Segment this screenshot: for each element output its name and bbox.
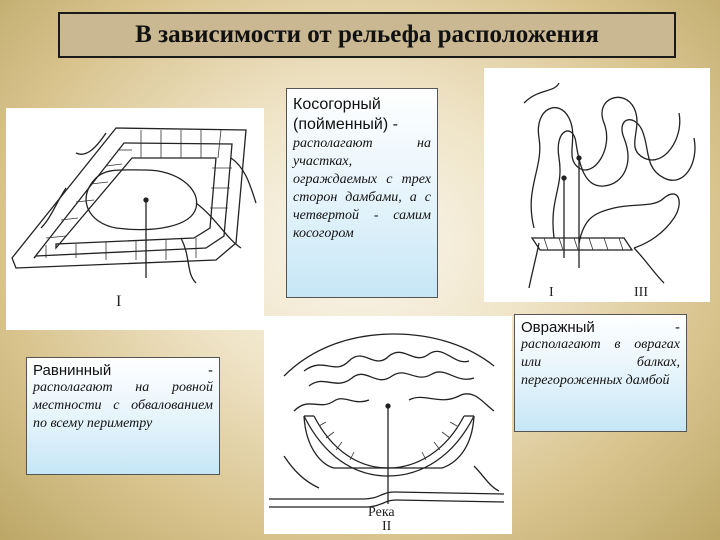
ovrazhny-description-box: Овражный- располагают в оврагах или балк… — [514, 314, 687, 432]
figure-label-iii: III — [634, 285, 648, 300]
figure-label-i: I — [116, 293, 121, 310]
flat-pond-figure: I — [6, 108, 264, 330]
kosogorny-heading: Косогорный (пойменный) - — [293, 96, 398, 133]
ravninny-body: располагают на ровной местности с обвало… — [33, 380, 213, 431]
ovrazhny-body: располагают в оврагах или балках, перего… — [521, 337, 680, 388]
page-title: В зависимости от рельефа расположения — [58, 12, 676, 58]
flat-pond-drawing: I — [11, 127, 257, 310]
river-pond-drawing: Река II — [269, 333, 505, 534]
figure-label-i-ravine: I — [549, 285, 554, 300]
ravninny-heading: Равнинный- — [33, 362, 213, 379]
ravine-pond-drawing: I III — [523, 82, 696, 300]
kosogorny-body: располагают на участках, ограждаемых с т… — [293, 136, 431, 241]
figure-label-ii: II — [382, 519, 392, 534]
river-pond-figure: Река II — [264, 316, 512, 534]
ravninny-description-box: Равнинный- располагают на ровной местнос… — [26, 357, 220, 475]
river-label: Река — [368, 505, 395, 520]
kosogorny-description-box: Косогорный (пойменный) - располагают на … — [286, 88, 438, 298]
ovrazhny-heading: Овражный- — [521, 319, 680, 336]
ravine-pond-figure: I III — [484, 68, 710, 302]
